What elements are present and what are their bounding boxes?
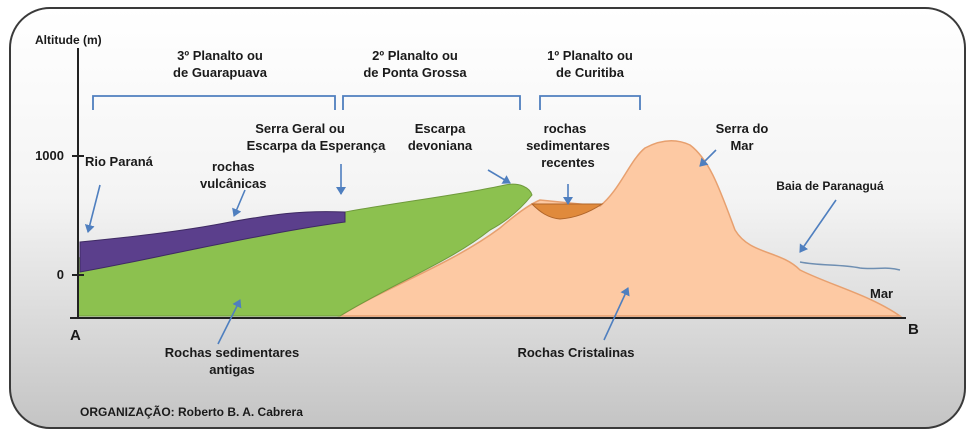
arrow-rochas-sed-antigas <box>217 299 242 345</box>
second-plateau-line2: de Ponta Grossa <box>363 65 467 80</box>
label-baia-paranagua: Baia de Paranaguá <box>776 179 884 193</box>
label-rochas-sed-recentes-line2: sedimentares <box>526 138 610 153</box>
arrow-serra-do-mar <box>699 149 717 167</box>
arrow-rio-parana <box>84 184 101 233</box>
second-plateau-line1: 2º Planalto ou <box>372 48 458 63</box>
point-a-label: A <box>70 327 81 344</box>
credit-text: ORGANIZAÇÃO: Roberto B. A. Cabrera <box>80 404 303 419</box>
label-rochas-cristalinas: Rochas Cristalinas <box>517 345 634 360</box>
point-b-label: B <box>908 321 919 338</box>
volcanic-rocks-area <box>79 211 346 273</box>
label-escarpa-devoniana-line2: devoniana <box>408 138 473 153</box>
label-serra-do-mar-line2: Mar <box>730 138 753 153</box>
label-rochas-sed-recentes-line1: rochas <box>544 121 587 136</box>
label-rio-parana: Rio Paraná <box>85 154 154 169</box>
first-plateau-line2: de Curitiba <box>556 65 625 80</box>
label-rochas-sed-recentes-line3: recentes <box>541 155 594 170</box>
label-rochas-sed-antigas-line2: antigas <box>209 362 255 377</box>
bracket-third-plateau <box>92 95 336 110</box>
arrow-escarpa-devoniana <box>487 169 511 184</box>
recent-sediments-area <box>530 203 604 220</box>
label-rochas-vulcanicas-line2: vulcânicas <box>200 176 267 191</box>
bracket-first-plateau <box>539 95 641 110</box>
label-serra-geral-line2: Escarpa da Esperança <box>247 138 387 153</box>
arrow-rochas-vulcanicas <box>232 189 246 217</box>
label-mar: Mar <box>870 286 893 301</box>
y-tick-label-0: 0 <box>57 267 64 282</box>
crystalline-rocks-area <box>337 140 903 317</box>
arrow-baia-paranagua <box>799 199 837 253</box>
first-plateau-line1: 1º Planalto ou <box>547 48 633 63</box>
label-serra-do-mar-line1: Serra do <box>716 121 769 136</box>
y-tick-label-1000: 1000 <box>35 148 64 163</box>
sea-surface-line <box>799 261 901 271</box>
third-plateau-line1: 3º Planalto ou <box>177 48 263 63</box>
label-serra-geral-line1: Serra Geral ou <box>255 121 345 136</box>
y-axis-title: Altitude (m) <box>35 33 102 47</box>
label-escarpa-devoniana-line1: Escarpa <box>415 121 466 136</box>
label-rochas-sed-antigas-line1: Rochas sedimentares <box>165 345 299 360</box>
label-rochas-vulcanicas-line1: rochas <box>212 159 255 174</box>
bracket-second-plateau <box>342 95 521 110</box>
arrow-rochas-cristalinas <box>603 287 630 341</box>
third-plateau-line2: de Guarapuava <box>173 65 268 80</box>
